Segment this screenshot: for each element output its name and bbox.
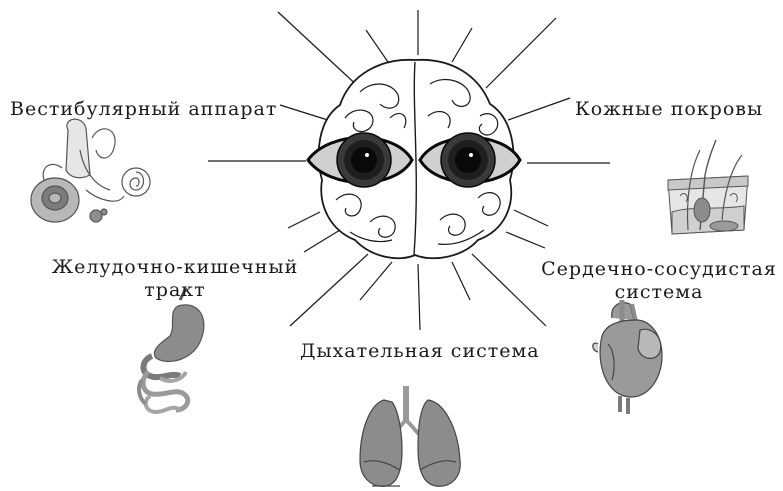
brain-with-eyes-icon <box>308 60 520 258</box>
stomach-intestine-icon <box>139 288 204 412</box>
skin-section-icon <box>668 140 748 234</box>
label-gastrointestinal-line1: Желудочно-кишечный <box>30 256 320 279</box>
label-respiratory-system: Дыхательная система <box>300 340 540 363</box>
lungs-icon <box>360 386 460 486</box>
label-cardiovascular-line1: Сердечно-сосудистая <box>538 258 780 281</box>
label-skin: Кожные покровы <box>575 98 763 121</box>
inner-ear-icon <box>31 119 150 222</box>
label-vestibular-apparatus: Вестибулярный аппарат <box>10 98 277 121</box>
label-cardiovascular-line2: система <box>538 281 780 304</box>
heart-icon <box>593 300 662 414</box>
label-gastrointestinal-tract: Желудочно-кишечный тракт <box>30 256 320 302</box>
label-cardiovascular-system: Сердечно-сосудистая система <box>538 258 780 304</box>
label-gastrointestinal-line2: тракт <box>30 279 320 302</box>
